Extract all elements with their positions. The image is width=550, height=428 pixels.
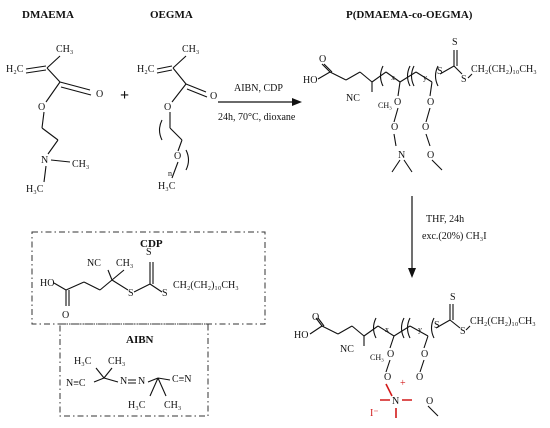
copolymer-ho: HO: [303, 75, 317, 86]
oegma-h3c: H₃C: [158, 181, 176, 192]
product-carboxyl-o: O: [312, 312, 319, 323]
copolymer-o4: O: [422, 122, 429, 133]
product-o1: O: [387, 349, 394, 360]
copolymer-nc: NC: [346, 93, 360, 104]
product-s2: S: [460, 326, 466, 337]
dmaema-h2c: H₂C: [6, 64, 24, 75]
aibn-title: AIBN: [126, 334, 154, 346]
cdp-ho: HO: [40, 278, 54, 289]
product-ho: HO: [294, 330, 308, 341]
aibn-n1: N: [120, 376, 127, 387]
copolymer-o1: O: [394, 97, 401, 108]
aibn-n2: N: [138, 376, 145, 387]
cdp-carboxyl-o: O: [62, 310, 69, 321]
cdp-bonds: [53, 262, 163, 306]
quaternized-structure: HO O NC CH₃ x y S S S CH₂(CH₂)₁₀CH₃ O O …: [294, 292, 536, 419]
dmaema-ester-o: O: [38, 102, 45, 113]
copolymer-o2: O: [427, 97, 434, 108]
aibn-cn-right: C≡N: [172, 374, 192, 385]
product-quaternary-bonds: [380, 383, 412, 418]
dmaema-n-h3c: H₃C: [26, 184, 44, 195]
aibn-bonds: [93, 367, 171, 397]
copolymer-title: P(DMAEMA-co-OEGMA): [346, 9, 473, 21]
aibn-structure: H₃C CH₃ N≡C N N C≡N H₃C CH₃: [66, 356, 192, 411]
copolymer-s1: S: [437, 66, 443, 77]
dmaema-carbonyl-o: O: [96, 89, 103, 100]
oegma-n-repeat: n: [168, 169, 172, 178]
copolymer-n: N: [398, 150, 405, 161]
product-methyl: CH₃: [370, 353, 384, 362]
product-nc: NC: [340, 344, 354, 355]
dmaema-title: DMAEMA: [22, 9, 74, 21]
copolymer-structure: HO O NC CH₃ x y S S S CH₂(CH₂)₁₀CH₃ O O …: [303, 37, 537, 173]
product-x: x: [385, 325, 389, 334]
aibn-h3c-left: H₃C: [74, 356, 92, 367]
product-s1: S: [434, 320, 440, 331]
copolymer-alkyl: CH₂(CH₂)₁₀CH₃: [471, 64, 537, 75]
product-alkyl: CH₂(CH₂)₁₀CH₃: [470, 316, 536, 327]
cdp-structure: HO O NC CH₃ S S S CH₂(CH₂)₁₀CH₃: [40, 247, 239, 321]
reaction2-reagent: exc.(20%) CH₃I: [422, 231, 487, 242]
copolymer-s2: S: [461, 74, 467, 85]
product-brackets: [372, 317, 435, 339]
oegma-carbonyl-o: O: [210, 91, 217, 102]
reaction-arrow-2: [408, 196, 416, 278]
oegma-h2c: H₂C: [137, 64, 155, 75]
aibn-h3c-right: H₃C: [128, 400, 146, 411]
cdp-box: [31, 231, 266, 325]
product-o3: O: [384, 372, 391, 383]
oegma-structure: CH₃ H₂C O O O H₃C n: [137, 44, 217, 192]
product-ether-o: O: [426, 396, 433, 407]
oegma-ether-o: O: [174, 151, 181, 162]
oegma-repeat-brackets: [158, 119, 190, 171]
reaction2-conditions: THF, 24h: [426, 214, 464, 225]
copolymer-ether-o: O: [427, 150, 434, 161]
copolymer-bonds: [317, 50, 473, 173]
dmaema-n-ch3: CH₃: [72, 159, 89, 170]
product-iodide: I⁻: [370, 408, 379, 419]
cdp-s1: S: [128, 288, 134, 299]
copolymer-brackets: [379, 65, 439, 87]
reaction1-conditions: 24h, 70°C, dioxane: [218, 112, 296, 123]
dmaema-bonds: [25, 55, 92, 183]
product-thione-s: S: [450, 292, 456, 303]
aibn-box: [59, 323, 209, 417]
oegma-ch3: CH₃: [182, 44, 199, 55]
copolymer-thione-s: S: [452, 37, 458, 48]
dmaema-ch3: CH₃: [56, 44, 73, 55]
reaction-arrow-1: [218, 98, 302, 106]
oegma-ester-o: O: [164, 102, 171, 113]
aibn-nc-left: N≡C: [66, 378, 86, 389]
copolymer-o3: O: [391, 122, 398, 133]
plus-sign: +: [120, 87, 129, 104]
cdp-thione-s: S: [146, 247, 152, 258]
reaction1-reagent: AIBN, CDP: [234, 83, 283, 94]
aibn-ch3-left: CH₃: [108, 356, 125, 367]
dmaema-n: N: [41, 155, 48, 166]
cdp-alkyl: CH₂(CH₂)₁₀CH₃: [173, 280, 239, 291]
cdp-nc: NC: [87, 258, 101, 269]
product-o2: O: [421, 349, 428, 360]
cdp-title: CDP: [140, 238, 163, 250]
product-n: N: [392, 396, 399, 407]
copolymer-methyl: CH₃: [378, 101, 392, 110]
copolymer-carboxyl-o: O: [319, 54, 326, 65]
product-o4: O: [416, 372, 423, 383]
aibn-ch3-right: CH₃: [164, 400, 181, 411]
oegma-title: OEGMA: [150, 9, 193, 21]
cdp-s2: S: [162, 288, 168, 299]
oegma-bonds: [156, 55, 208, 179]
product-n-plus: +: [400, 378, 406, 389]
product-y: y: [418, 325, 422, 334]
dmaema-structure: CH₃ H₂C O O N CH₃ H₃C: [6, 44, 103, 195]
cdp-ch3: CH₃: [116, 258, 133, 269]
